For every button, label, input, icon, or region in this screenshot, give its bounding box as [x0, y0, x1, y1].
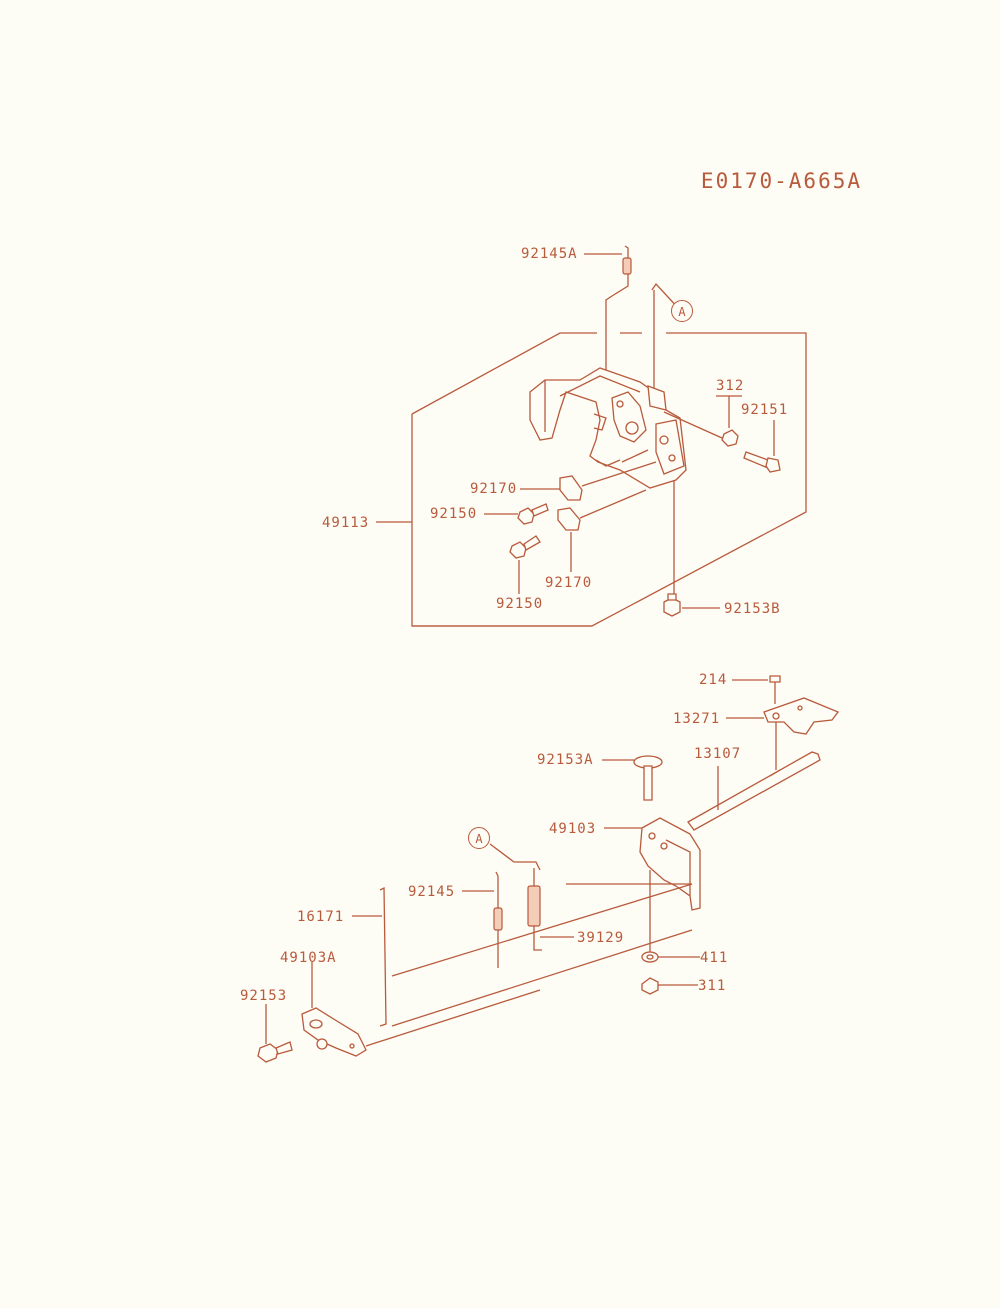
shaft-13107 [687, 751, 821, 831]
clip-92170-bottom [557, 489, 647, 572]
lever-49103A [301, 962, 541, 1057]
callout-13271: 13271 [673, 711, 721, 727]
callout-49103A: 49103A [280, 950, 337, 966]
bolt-214 [732, 675, 781, 704]
callout-49113: 49113 [322, 515, 370, 531]
callout-39129: 39129 [577, 930, 625, 946]
callout-13107: 13107 [694, 746, 742, 762]
callout-92145: 92145 [408, 884, 456, 900]
bolt-92150-bottom [509, 535, 541, 594]
callout-411: 411 [700, 950, 729, 966]
bolt-92150-top [484, 503, 549, 525]
washer-411 [641, 951, 700, 963]
ref-a-leader-top [651, 282, 681, 311]
spring-92145A [584, 245, 632, 460]
callout-16171: 16171 [297, 909, 345, 925]
callout-92170-top: 92170 [470, 481, 518, 497]
bolt-92151 [743, 420, 781, 473]
callout-92153B: 92153B [724, 601, 781, 617]
plate-13271 [726, 697, 840, 770]
lever-49103 [566, 817, 701, 952]
callout-214: 214 [699, 672, 728, 688]
callout-92145A: 92145A [521, 246, 578, 262]
callout-92151: 92151 [741, 402, 789, 418]
bolt-92153 [257, 1004, 293, 1063]
spring-39129 [527, 868, 574, 951]
callout-92150-bottom: 92150 [496, 596, 544, 612]
callout-92153: 92153 [240, 988, 288, 1004]
callout-311: 311 [698, 978, 727, 994]
callout-92153A: 92153A [537, 752, 594, 768]
control-bracket [529, 367, 687, 489]
callout-92170-bottom: 92170 [545, 575, 593, 591]
bolt-92153B [663, 480, 720, 617]
callout-92150-top: 92150 [430, 506, 478, 522]
callout-49103: 49103 [549, 821, 597, 837]
assembly-box-49113 [411, 332, 807, 627]
rod-16171 [352, 883, 693, 1027]
spring-92145 [462, 871, 503, 968]
diagram-code: E0170-A665A [700, 169, 862, 193]
nut-311 [641, 977, 698, 995]
clip-92170-top [520, 461, 657, 501]
nut-312 [663, 395, 742, 447]
ref-marker-a-bottom: A [468, 827, 490, 849]
bolt-92153A [602, 755, 663, 801]
ref-a-leader-bottom [489, 843, 541, 871]
ref-marker-a-top: A [671, 300, 693, 322]
callout-312: 312 [716, 378, 745, 394]
